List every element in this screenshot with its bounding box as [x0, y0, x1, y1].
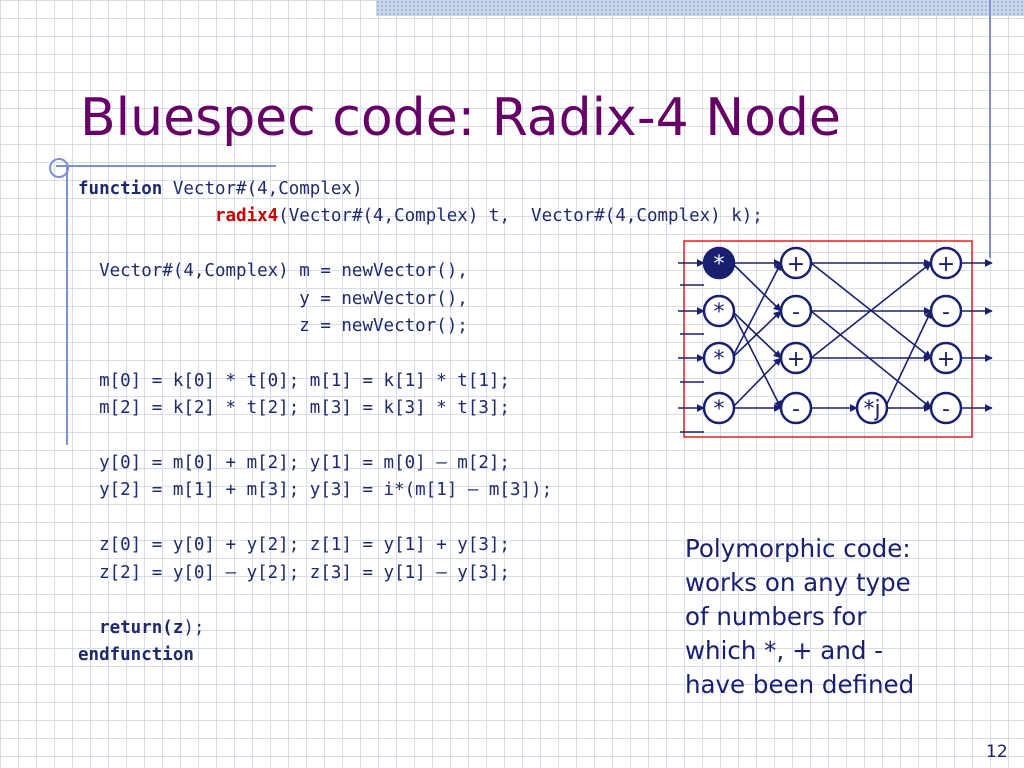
note-line-4: which *, + and -: [685, 636, 884, 665]
diagram-wire: [731, 262, 782, 359]
code-text: (Vector#(4,Complex) t, Vector#(4,Complex…: [278, 206, 763, 227]
stage1-node-0-label: +: [787, 252, 805, 277]
code-line-5: z = newVector();: [78, 316, 468, 337]
stage2-node-2-label: +: [937, 347, 955, 372]
page-number: 12: [986, 742, 1008, 762]
stage2-node-0: +: [929, 246, 963, 280]
multiply-node-1: *: [702, 294, 736, 328]
note-line-2: works on any type: [685, 568, 911, 597]
code-line-8: y[0] = m[0] + m[2]; y[1] = m[0] – m[2];: [78, 453, 510, 474]
diagram-wire: [884, 310, 932, 409]
stage2-node-1: -: [929, 294, 963, 328]
diagram-frame: [683, 240, 973, 438]
diagram-wire: [731, 262, 782, 312]
stage2-node-1-label: -: [942, 300, 950, 325]
code-line-4: y = newVector(),: [78, 288, 468, 309]
code-line-9: y[2] = m[1] + m[3]; y[3] = i*(m[1] – m[3…: [78, 480, 553, 501]
code-indent: [78, 618, 99, 638]
multiply-node-2-label: *: [714, 347, 725, 372]
diagram-nodes: * * * * + - + - *j + - + -: [702, 246, 963, 425]
code-line-1: function Vector#(4,Complex): [78, 179, 362, 199]
code-line-3: Vector#(4,Complex) m = newVector(),: [78, 261, 468, 282]
code-line-10: z[0] = y[0] + y[2]; z[1] = y[1] + y[3];: [78, 535, 510, 556]
multiply-node-3: *: [702, 391, 736, 425]
stage1-node-3-label: -: [792, 397, 800, 422]
note-line-5: have been defined: [685, 670, 915, 699]
twiddle-node: *j: [855, 391, 889, 425]
multiply-node-0-label: *: [714, 252, 725, 277]
decorative-horizontal-rule: [56, 165, 276, 167]
radix4-dataflow-diagram: * * * * + - + - *j + - + -: [678, 240, 993, 438]
polymorphic-note: Polymorphic code: works on any type of n…: [685, 532, 914, 702]
decorative-left-rule: [66, 165, 68, 445]
stage2-node-3-label: -: [942, 397, 950, 422]
diagram-wire: [810, 310, 932, 409]
stage1-node-1-label: -: [792, 300, 800, 325]
stage2-node-0-label: +: [937, 252, 955, 277]
keyword-endfunction: endfunction: [78, 644, 194, 665]
diagram-wire: [731, 357, 782, 409]
note-line-3: of numbers for: [685, 602, 867, 631]
diagram-wires: [678, 259, 993, 433]
multiply-node-2: *: [702, 341, 736, 375]
stage2-node-2: +: [929, 341, 963, 375]
slide-title: Bluespec code: Radix-4 Node: [80, 88, 841, 148]
code-line-7: m[2] = k[2] * t[2]; m[3] = k[3] * t[3];: [78, 398, 510, 419]
function-name: radix4: [214, 206, 279, 227]
stage1-node-2: +: [779, 341, 813, 375]
code-text: Vector#(4,Complex): [162, 179, 363, 199]
keyword-function: function: [78, 179, 163, 199]
code-text: );: [183, 617, 205, 638]
note-line-1: Polymorphic code:: [685, 534, 911, 563]
twiddle-node-label: *j: [863, 397, 880, 422]
code-indent: [78, 206, 215, 226]
stage1-node-3: -: [779, 391, 813, 425]
decorative-vertical-rule: [989, 0, 991, 258]
code-line-11: z[2] = y[0] – y[2]; z[3] = y[1] – y[3];: [78, 562, 510, 583]
code-line-6: m[0] = k[0] * t[0]; m[1] = k[1] * t[1];: [78, 370, 510, 391]
decorative-ring-icon: [49, 158, 69, 178]
diagram-wire: [731, 310, 782, 409]
stage2-node-3: -: [929, 391, 963, 425]
stage1-node-1: -: [779, 294, 813, 328]
stage1-node-0: +: [779, 246, 813, 280]
code-block: function Vector#(4,Complex) radix4(Vecto…: [78, 176, 763, 669]
code-line-12: return(z);: [78, 618, 204, 638]
diagram-wire: [731, 310, 782, 359]
multiply-node-0: *: [702, 246, 736, 280]
code-line-2: radix4(Vector#(4,Complex) t, Vector#(4,C…: [78, 206, 763, 226]
multiply-node-3-label: *: [714, 397, 725, 422]
stage1-node-2-label: +: [787, 347, 805, 372]
multiply-node-1-label: *: [714, 300, 725, 325]
top-decorative-band: [376, 0, 1024, 16]
keyword-return: return(z: [99, 617, 184, 638]
